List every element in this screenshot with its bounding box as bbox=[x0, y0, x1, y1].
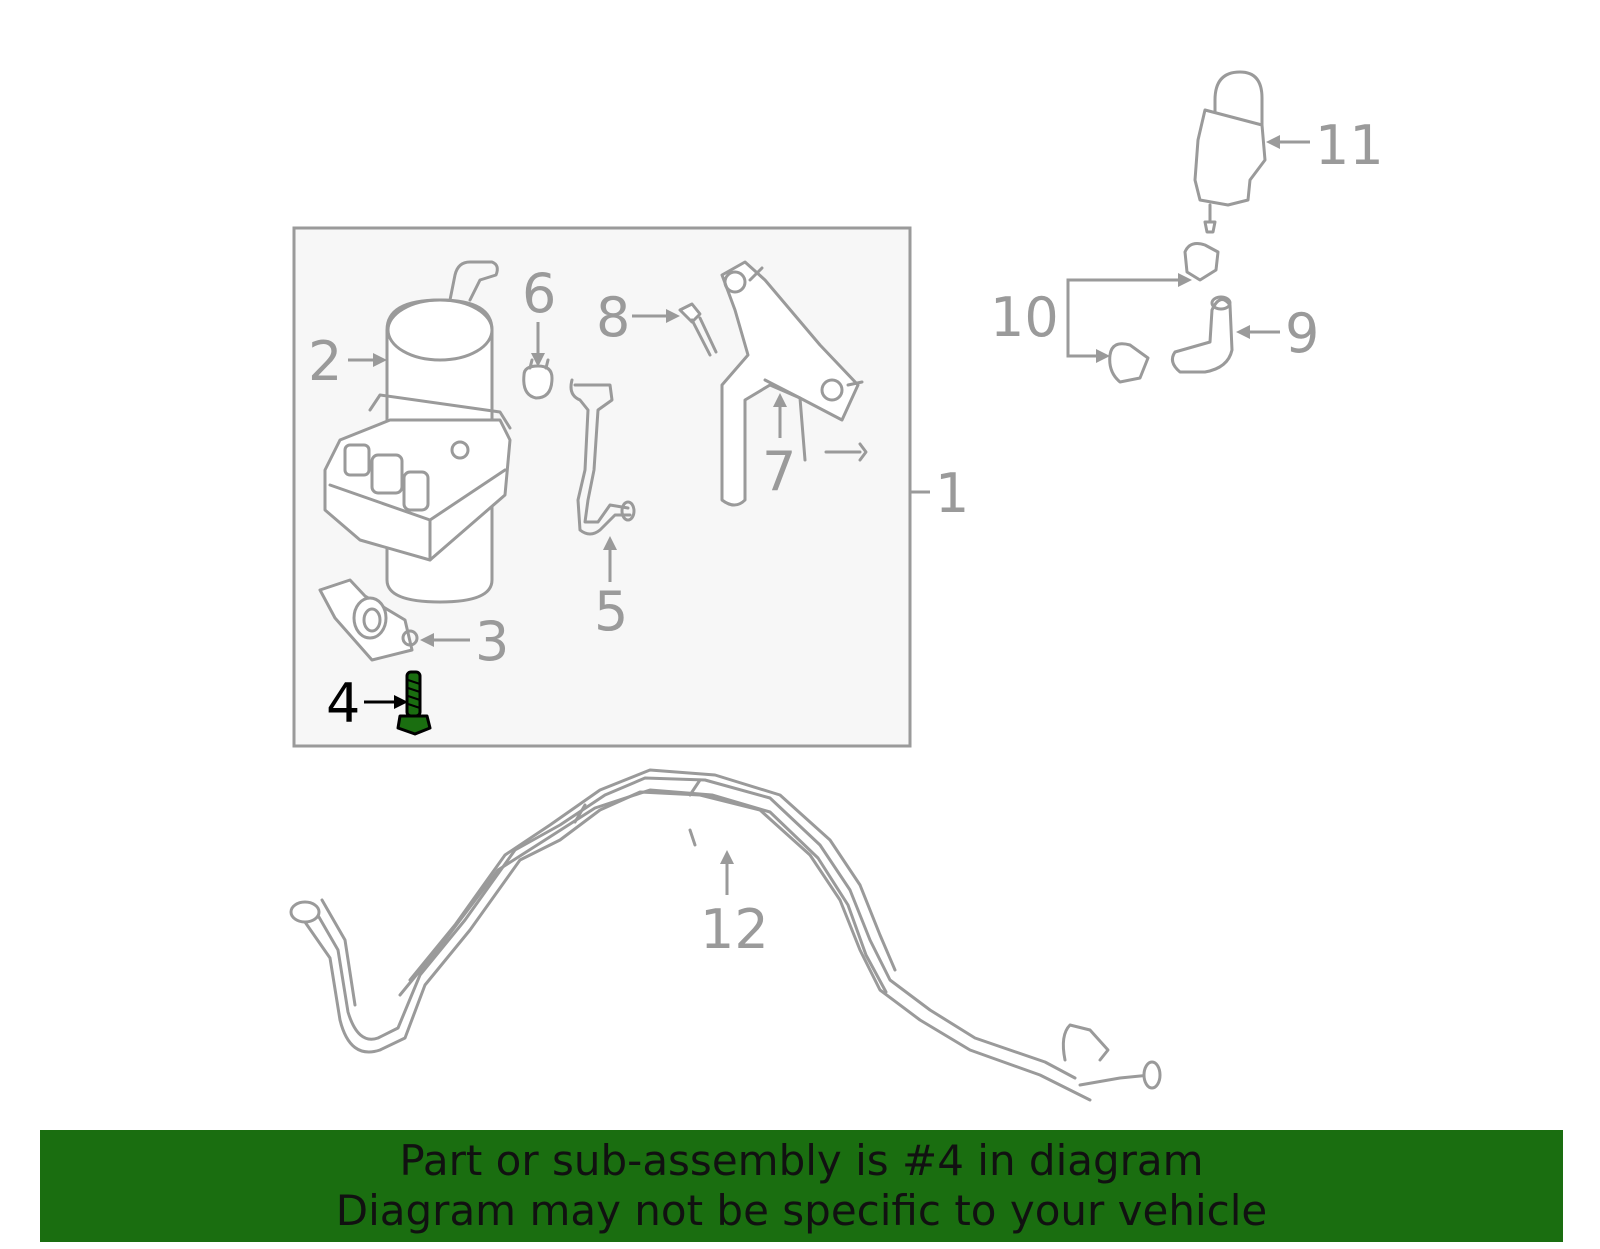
callout-1: 1 bbox=[935, 462, 969, 525]
part-12-hose-assembly[interactable] bbox=[289, 768, 1162, 1102]
part-6-clamp[interactable] bbox=[522, 358, 554, 400]
part-7-mount[interactable] bbox=[720, 260, 868, 507]
callout-9: 9 bbox=[1285, 302, 1319, 365]
part-8-bolt[interactable] bbox=[678, 302, 718, 357]
info-banner: Part or sub-assembly is #4 in diagram Di… bbox=[40, 1130, 1563, 1242]
part-5-hose[interactable] bbox=[569, 378, 636, 536]
part-2-pump[interactable] bbox=[323, 260, 512, 604]
callout-3: 3 bbox=[475, 610, 509, 673]
callout-12: 12 bbox=[700, 898, 769, 961]
callout-2: 2 bbox=[308, 330, 342, 393]
callout-8: 8 bbox=[596, 286, 630, 349]
callout-4[interactable]: 4 bbox=[326, 672, 360, 735]
part-3-bracket[interactable] bbox=[318, 578, 419, 662]
banner-line-2: Diagram may not be specific to your vehi… bbox=[335, 1186, 1268, 1235]
part-10-clamps[interactable] bbox=[1108, 242, 1220, 384]
banner-line-1: Part or sub-assembly is #4 in diagram bbox=[399, 1136, 1204, 1185]
part-11-reservoir[interactable] bbox=[1193, 70, 1267, 234]
callout-5: 5 bbox=[594, 580, 628, 643]
callout-6: 6 bbox=[522, 262, 556, 325]
callout-11: 11 bbox=[1315, 114, 1384, 177]
leader-lines bbox=[348, 135, 1310, 895]
part-9-hose[interactable] bbox=[1170, 295, 1234, 374]
part-4-bolt[interactable] bbox=[396, 670, 432, 736]
callout-10: 10 bbox=[990, 286, 1059, 349]
callout-7: 7 bbox=[762, 440, 796, 503]
